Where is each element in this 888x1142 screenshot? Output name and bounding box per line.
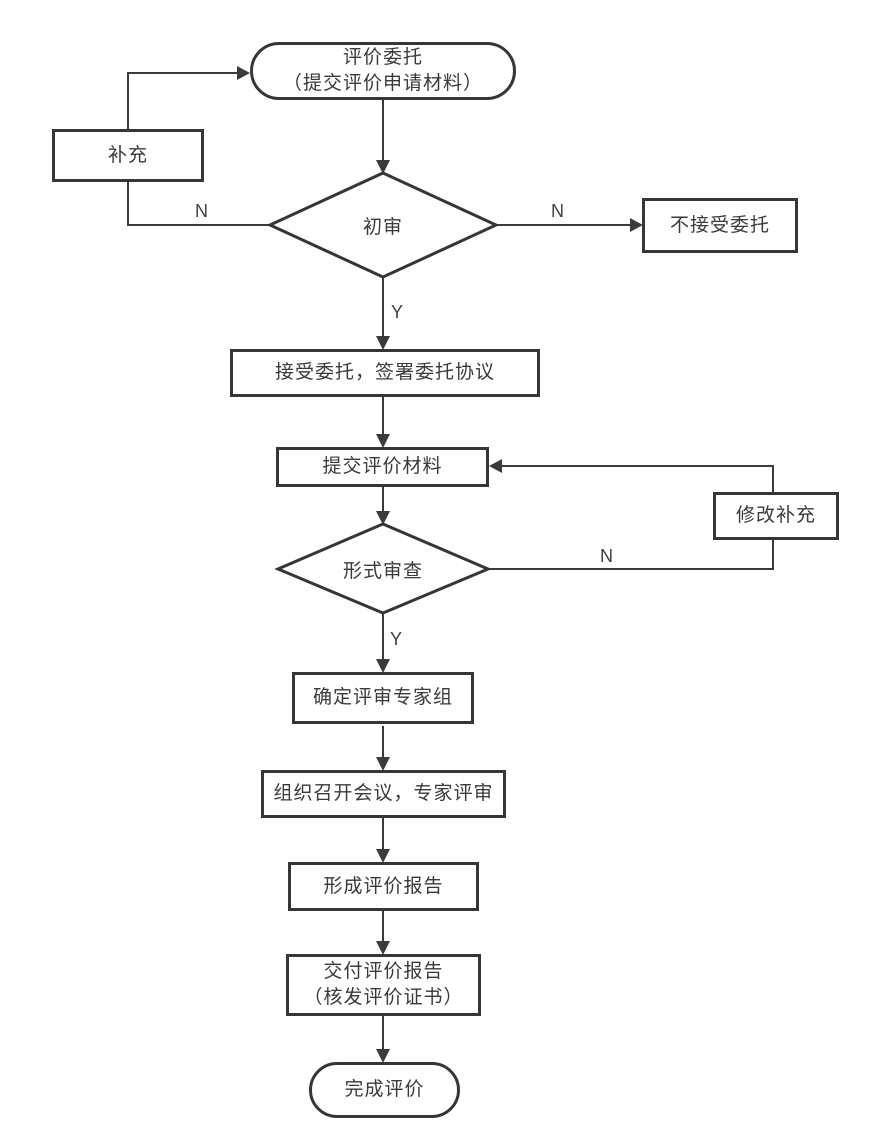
- node-label: 确定评审专家组: [312, 687, 453, 709]
- node-deliver-report-certificate: 交付评价报告 （核发评价证书）: [286, 954, 481, 1016]
- arrowhead-icon: [376, 757, 390, 771]
- node-expert-panel: 确定评审专家组: [292, 672, 474, 724]
- node-decision-preliminary-review: 初审: [323, 212, 443, 238]
- arrowhead-icon: [376, 336, 390, 350]
- decision-formal-review-shape: [274, 522, 492, 615]
- edge-label-review1-yes: Y: [391, 302, 404, 322]
- node-submit-materials: 提交评价材料: [276, 447, 489, 487]
- arrowhead-icon: [376, 511, 390, 525]
- edge-label-review2-no: N: [600, 546, 613, 566]
- edge-label-review1-no-left: N: [195, 201, 208, 221]
- arrowhead-icon: [376, 1049, 390, 1063]
- node-label: 形成评价报告: [323, 875, 444, 897]
- node-accept-sign-agreement: 接受委托，签署委托协议: [230, 349, 540, 397]
- node-label: 初审: [362, 216, 403, 238]
- node-label: 提交评价材料: [322, 456, 443, 478]
- edge-supplement-start: [127, 72, 238, 129]
- node-decision-formal-review: 形式审查: [323, 556, 443, 582]
- edge-label-review2-yes: Y: [390, 629, 403, 649]
- arrowhead-icon: [376, 160, 390, 174]
- node-label: 评价委托: [342, 47, 423, 69]
- node-label: 交付评价报告: [323, 961, 444, 983]
- node-end-evaluation-complete: 完成评价: [309, 1062, 460, 1118]
- node-supplement: 补充: [52, 129, 204, 182]
- edge-review1-supplement: [127, 182, 270, 226]
- node-label: （提交评价申请材料）: [282, 73, 483, 94]
- node-label: 完成评价: [344, 1079, 425, 1101]
- node-label: 组织召开会议，专家评审: [273, 783, 494, 805]
- node-label: 形式审查: [342, 560, 423, 582]
- edge-label-review1-no-right: N: [551, 201, 564, 221]
- node-form-evaluation-report: 形成评价报告: [288, 862, 479, 911]
- arrowhead-icon: [489, 459, 502, 473]
- node-meeting-expert-review: 组织召开会议，专家评审: [261, 770, 506, 818]
- arrowhead-icon: [376, 434, 390, 448]
- node-revise-supplement: 修改补充: [713, 492, 839, 540]
- arrowhead-icon: [630, 218, 643, 232]
- decision-preliminary-review-shape: [266, 171, 500, 279]
- node-label: 接受委托，签署委托协议: [274, 362, 495, 384]
- node-label: （核发评价证书）: [303, 987, 464, 1008]
- arrowhead-icon: [237, 66, 250, 80]
- arrowhead-icon: [376, 659, 390, 673]
- node-label: 不接受委托: [669, 214, 770, 236]
- node-label: 修改补充: [735, 505, 816, 527]
- arrowhead-icon: [376, 941, 390, 955]
- node-reject-commission: 不接受委托: [642, 198, 798, 253]
- node-start-evaluation-commission: 评价委托 （提交评价申请材料）: [250, 42, 516, 100]
- node-label: 补充: [107, 144, 148, 166]
- arrowhead-icon: [376, 849, 390, 863]
